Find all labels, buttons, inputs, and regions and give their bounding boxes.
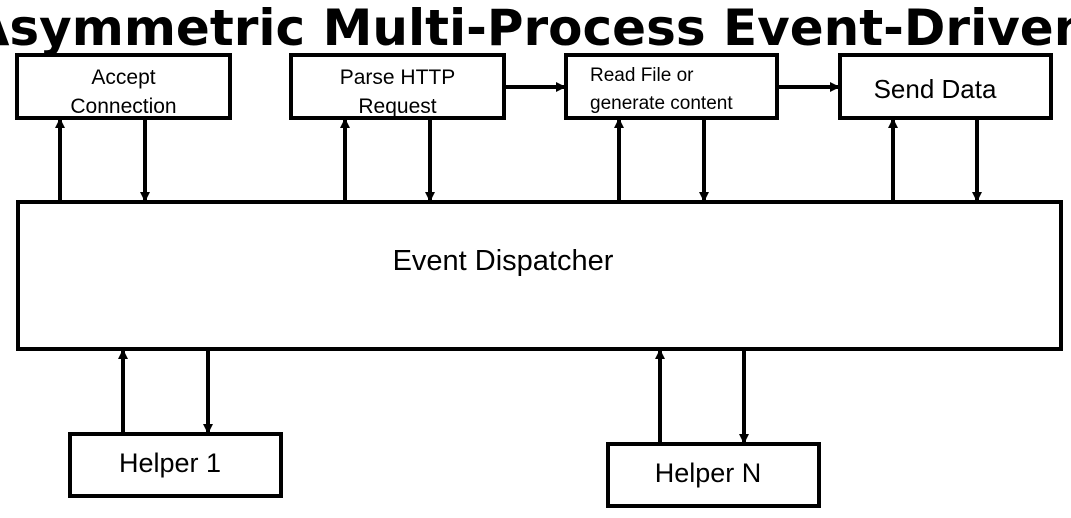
diagram-title: Asymmetric Multi-Process Event-Driven [0,0,1071,57]
stage-accept-connection: Accept Connection [15,53,232,120]
stage-label-line-2: generate content [590,93,733,114]
helper-n: Helper N [606,442,821,508]
stage-label-line-1: Read File or [590,65,694,86]
stage-box [289,53,506,120]
event-dispatcher-box [16,200,1063,351]
helper-1: Helper 1 [68,432,283,498]
helper-label: Helper 1 [119,448,221,478]
stage-send-data: Send Data [838,53,1053,120]
event-dispatcher: Event Dispatcher [16,200,1063,351]
stage-label: Send Data [874,74,997,104]
stage-parse-http-request: Parse HTTP Request [289,53,506,120]
stage-box [15,53,232,120]
stage-label-line-1: Accept [91,66,155,89]
stage-box [564,53,779,120]
helper-label: Helper N [655,458,762,488]
stage-read-file: Read File or generate content [564,53,779,120]
event-dispatcher-label: Event Dispatcher [393,245,614,277]
stage-label-line-2: Connection [70,95,176,118]
stage-label-line-2: Request [358,95,436,118]
stage-label-line-1: Parse HTTP [340,66,456,89]
stage-box [838,53,1053,120]
helper-box [68,432,283,498]
helper-box [606,442,821,508]
